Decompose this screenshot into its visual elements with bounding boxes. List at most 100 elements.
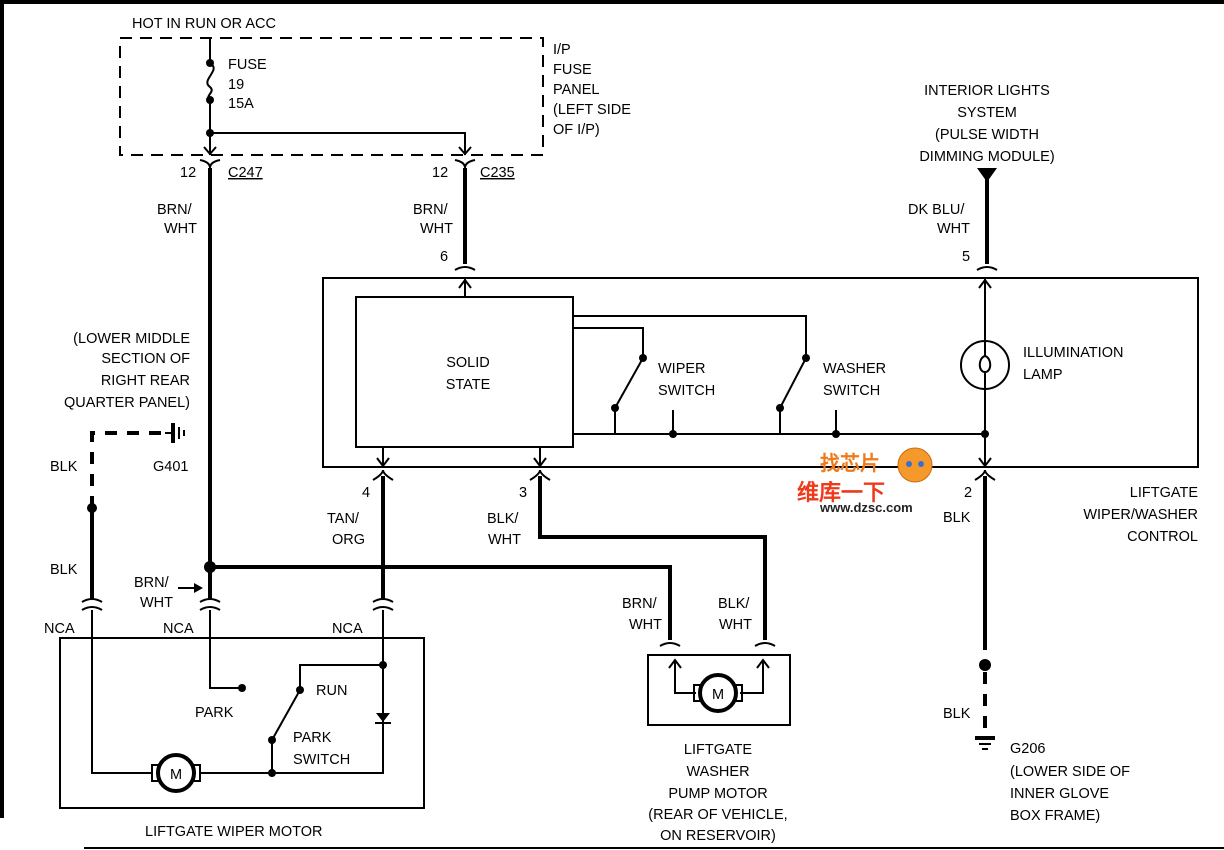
svg-text:BOX FRAME): BOX FRAME)	[1010, 808, 1100, 824]
pin4-connector	[372, 469, 394, 481]
wire-label: WHT	[140, 595, 173, 611]
supply-title: HOT IN RUN OR ACC	[132, 16, 276, 32]
pin-label: 6	[440, 249, 448, 265]
fuse-19	[203, 38, 472, 156]
pump-motor-icon: M	[693, 673, 743, 713]
wire-label: DK BLU/	[908, 202, 965, 218]
ground-g206-icon	[975, 736, 995, 750]
module-terminal-icon	[977, 168, 997, 182]
pump-wiring	[668, 658, 770, 694]
svg-text:(LOWER MIDDLE: (LOWER MIDDLE	[73, 331, 190, 347]
svg-text:OF I/P): OF I/P)	[553, 122, 600, 138]
pin6-connector	[454, 266, 476, 271]
svg-text:WASHER: WASHER	[686, 764, 749, 780]
svg-text:RIGHT REAR: RIGHT REAR	[101, 373, 190, 389]
solid-state-label: SOLID	[446, 355, 490, 371]
washer-switch-label: WASHER	[823, 361, 886, 377]
ground-g401-icon	[165, 423, 185, 443]
pump-motor-name: LIFTGATE WASHER PUMP MOTOR (REAR OF VEHI…	[648, 742, 787, 844]
svg-text:PANEL: PANEL	[553, 82, 599, 98]
watermark-logo: 找芯片 维库一下 www.dzsc.com	[797, 447, 933, 515]
park-switch-label: SWITCH	[293, 752, 350, 768]
svg-text:FUSE: FUSE	[553, 62, 592, 78]
svg-text:INNER GLOVE: INNER GLOVE	[1010, 786, 1109, 802]
wire-label: BLK	[50, 459, 78, 475]
wire-label: BRN/	[622, 596, 658, 612]
wire-label: WHT	[937, 221, 970, 237]
wire-label: ORG	[332, 532, 365, 548]
connector-c235-symbol	[454, 159, 476, 169]
control-module-name: LIFTGATE WIPER/WASHER CONTROL	[1083, 485, 1198, 545]
nca-label: NCA	[332, 621, 363, 637]
splice-dot	[979, 659, 991, 671]
svg-text:WIPER/WASHER: WIPER/WASHER	[1083, 507, 1198, 523]
solid-state-box	[355, 296, 574, 448]
svg-text:INTERIOR LIGHTS: INTERIOR LIGHTS	[924, 83, 1050, 99]
wiper-motor-wiring	[91, 610, 387, 777]
c235-name: C235	[480, 165, 515, 181]
svg-text:LIFTGATE: LIFTGATE	[684, 742, 753, 758]
svg-text:(LOWER SIDE OF: (LOWER SIDE OF	[1010, 764, 1130, 780]
fuse-label: FUSE	[228, 57, 267, 73]
wiper-motor-icon: M	[151, 753, 201, 793]
wire-label: WHT	[420, 221, 453, 237]
svg-text:SYSTEM: SYSTEM	[957, 105, 1017, 121]
svg-text:M: M	[170, 767, 182, 783]
wire-label: BRN/	[413, 202, 449, 218]
c247-name: C247	[228, 165, 263, 181]
nca-label: NCA	[44, 621, 75, 637]
wire-label: BLK	[50, 562, 78, 578]
svg-text:ON RESERVOIR): ON RESERVOIR)	[660, 828, 776, 844]
wire-label: BLK/	[718, 596, 750, 612]
wire-brn-wht-pump	[210, 565, 672, 640]
top-border	[0, 0, 1224, 4]
wiper-switch-label: WIPER	[658, 361, 706, 377]
c247-pin: 12	[180, 165, 196, 181]
pump-motor-box	[647, 654, 791, 726]
fuse-rating: 15A	[228, 96, 254, 112]
interior-lights-label: INTERIOR LIGHTS SYSTEM (PULSE WIDTH DIMM…	[919, 83, 1054, 165]
wire-label: BLK/	[487, 511, 519, 527]
svg-text:(REAR OF VEHICLE,: (REAR OF VEHICLE,	[648, 807, 787, 823]
wire-label: WHT	[164, 221, 197, 237]
g206-label: G206	[1010, 741, 1045, 757]
lamp-label: ILLUMINATION	[1023, 345, 1123, 361]
pin-label: 3	[519, 485, 527, 501]
svg-text:SECTION OF: SECTION OF	[101, 351, 190, 367]
park-label: PARK	[195, 705, 234, 721]
left-border	[0, 0, 4, 818]
wire-label: TAN/	[327, 511, 360, 527]
g206-location: (LOWER SIDE OF INNER GLOVE BOX FRAME)	[1010, 764, 1130, 824]
arrow-icon	[178, 583, 203, 593]
fuse-panel-label: I/P FUSE PANEL (LEFT SIDE OF I/P)	[553, 42, 631, 138]
svg-text:PUMP MOTOR: PUMP MOTOR	[668, 786, 767, 802]
pin5-connector	[976, 266, 998, 271]
internal-wiring	[376, 278, 992, 468]
park-switch-label: PARK	[293, 730, 332, 746]
run-label: RUN	[316, 683, 347, 699]
washer-switch-label: SWITCH	[823, 383, 880, 399]
wiper-motor-name: LIFTGATE WIPER MOTOR	[145, 824, 323, 840]
wire-label: BRN/	[157, 202, 193, 218]
fuse-panel-box	[119, 37, 544, 156]
diode-icon	[375, 713, 391, 724]
wire-label: WHT	[488, 532, 521, 548]
pin-label: 2	[964, 485, 972, 501]
wiper-switch-label: SWITCH	[658, 383, 715, 399]
pin3-connector	[529, 469, 551, 481]
wiper-motor-box	[59, 637, 425, 809]
svg-text:(LEFT SIDE: (LEFT SIDE	[553, 102, 631, 118]
fuse-number: 19	[228, 77, 244, 93]
wire-label: BLK	[943, 706, 971, 722]
nca-label: NCA	[163, 621, 194, 637]
control-module-box	[322, 277, 1199, 468]
nca-connectors	[81, 598, 394, 611]
g401-location: (LOWER MIDDLE SECTION OF RIGHT REAR QUAR…	[64, 331, 190, 411]
pump-connectors	[659, 642, 776, 647]
wire-label: BRN/	[134, 575, 170, 591]
wire-blk-wht-pump	[538, 476, 767, 640]
connector-c247-symbol	[199, 159, 221, 169]
lamp-icon	[960, 340, 1010, 390]
